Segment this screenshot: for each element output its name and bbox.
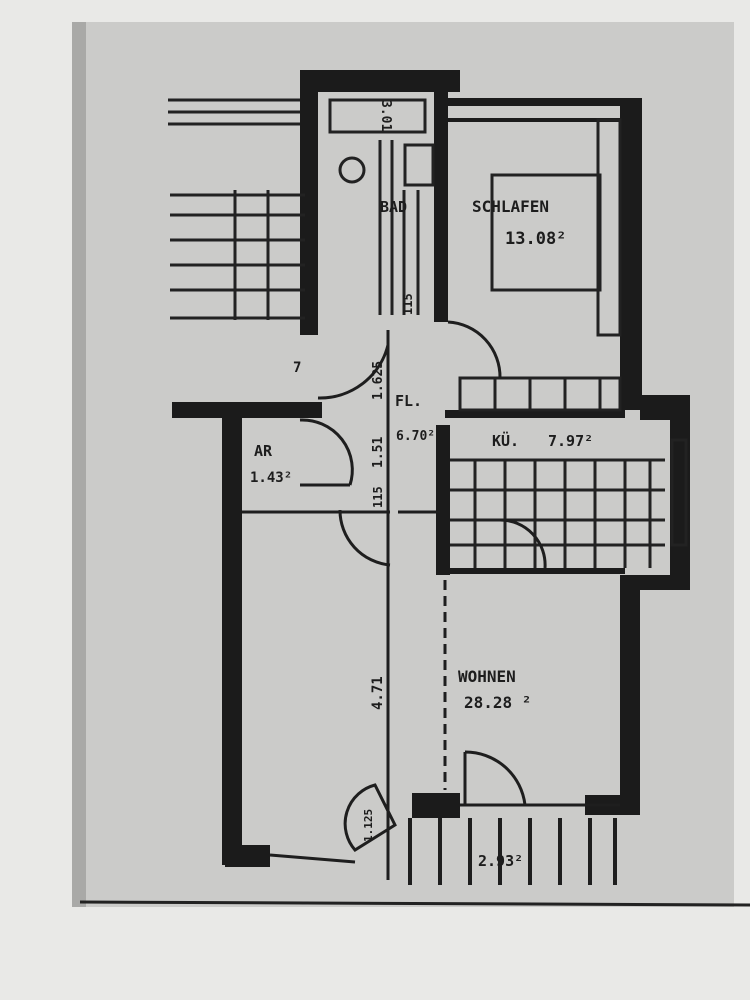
sheet-shadow [72, 22, 86, 907]
dim-stair-step: 7 [293, 360, 301, 376]
balcony-railing [408, 818, 617, 885]
dim-entry: 1.125 [362, 809, 375, 842]
room-area-hall: 6.70² [396, 429, 435, 444]
walls [172, 70, 690, 867]
bottom-rule [79, 900, 750, 907]
dim-door-b: 115 [371, 486, 385, 508]
dim-hall-upper: 1.625 [371, 361, 386, 400]
fixtures [328, 98, 688, 568]
room-label-bath: BAD [380, 198, 407, 216]
dim-door-a: 115 [401, 293, 415, 315]
room-label-kitchen: KÜ. [492, 431, 519, 450]
room-label-storage: AR [254, 442, 273, 460]
room-area-bedroom: 13.08² [505, 229, 566, 249]
room-area-living: 28.28 ² [464, 693, 531, 712]
dim-living-length: 4.71 [370, 676, 386, 710]
room-label-hall: FL. [395, 392, 422, 410]
stairs [168, 98, 305, 320]
dim-hall-mid: 1.51 [371, 437, 386, 468]
dim-top: 3.01 [378, 100, 393, 131]
room-label-living: WOHNEN [458, 667, 516, 686]
room-label-bedroom: SCHLAFEN [472, 197, 549, 216]
room-area-storage: 1.43² [250, 470, 292, 486]
doors-and-partitions [242, 320, 620, 880]
room-area-kitchen: 7.97² [548, 432, 593, 450]
room-area-balcony: 2.93² [478, 852, 523, 870]
